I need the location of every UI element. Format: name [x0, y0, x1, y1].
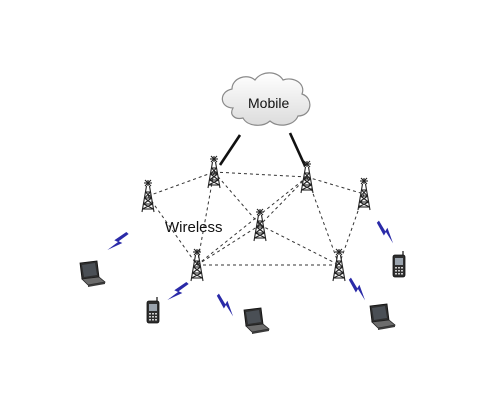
uplink-line-right	[288, 132, 307, 167]
laptop-icon	[369, 303, 396, 331]
lightning-bolt-icon	[166, 279, 190, 305]
cloud-label: Mobile	[248, 95, 290, 111]
lightning-bolt-icon	[213, 292, 239, 318]
cloud-icon	[221, 72, 311, 126]
lightning-bolt-icon	[345, 276, 371, 302]
uplink-line-left	[218, 134, 242, 166]
mobile-phone-icon	[392, 250, 406, 278]
mobile-phone-icon	[146, 296, 160, 324]
cell-tower-icon	[332, 248, 346, 282]
laptop-icon	[79, 260, 106, 288]
lightning-bolt-icon	[373, 219, 399, 245]
uplink-lines	[218, 132, 307, 167]
laptop-icon	[243, 307, 270, 335]
lightning-bolt-icon	[106, 229, 130, 255]
wireless-label: Wireless	[165, 219, 223, 236]
